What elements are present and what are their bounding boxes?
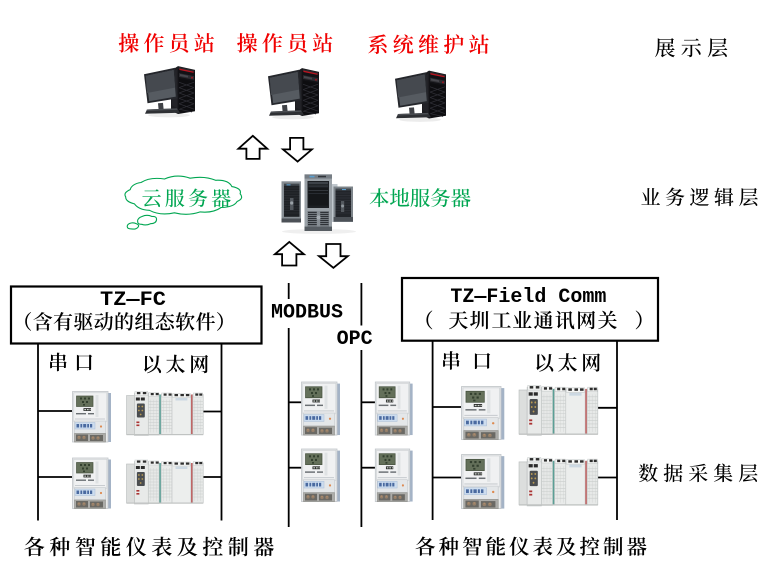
svg-text:OPC: OPC <box>337 328 373 351</box>
svg-text:MODBUS: MODBUS <box>271 302 343 325</box>
svg-text:TZ—FC: TZ—FC <box>100 289 166 312</box>
svg-text:TZ—Field Comm: TZ—Field Comm <box>450 286 606 309</box>
